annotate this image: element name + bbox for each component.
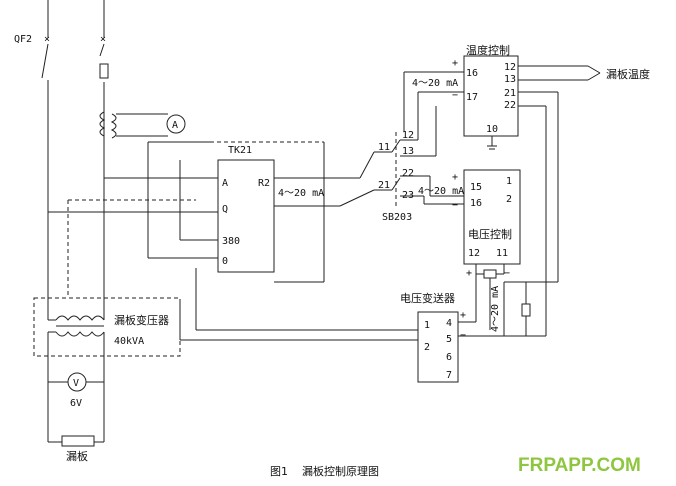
sb203-switch bbox=[374, 132, 418, 206]
tk21-terminal-a: A bbox=[222, 178, 228, 189]
transmitter-terminal-1: 1 bbox=[424, 320, 430, 331]
temp-terminal-22: 22 bbox=[504, 100, 516, 111]
temp-terminal-17: 17 bbox=[466, 92, 478, 103]
transmitter-terminal-4: 4 bbox=[446, 318, 452, 329]
tk21-box bbox=[217, 159, 275, 273]
sb203-terminal-23: 23 bbox=[402, 190, 414, 201]
voltage-transmitter-box bbox=[417, 311, 459, 383]
ammeter-icon bbox=[166, 114, 186, 134]
sb203-terminal-12: 12 bbox=[402, 130, 414, 141]
transformer-coils bbox=[47, 296, 105, 442]
voltage-controller-wiring bbox=[446, 262, 558, 337]
temp-terminal-21: 21 bbox=[504, 88, 516, 99]
shunt-resistor-icon bbox=[521, 303, 531, 317]
transmitter-terminal-2: 2 bbox=[424, 342, 430, 353]
transmitter-terminal-6: 6 bbox=[446, 352, 452, 363]
bushing-label: 漏板 bbox=[66, 449, 88, 463]
temp-terminal-13: 13 bbox=[504, 74, 516, 85]
volt-minus: − bbox=[452, 200, 458, 211]
voltmeter-icon bbox=[67, 372, 87, 392]
transmitter-minus: − bbox=[460, 330, 466, 341]
sb203-terminal-11: 11 bbox=[378, 142, 390, 153]
resistor-icon bbox=[483, 269, 497, 279]
temp-terminal-10: 10 bbox=[486, 124, 498, 135]
voltmeter-symbol: V bbox=[73, 378, 79, 389]
transmitter-terminal-5: 5 bbox=[446, 334, 452, 345]
thermocouple-wiring bbox=[518, 65, 601, 282]
sb203-terminal-21: 21 bbox=[378, 180, 390, 191]
tk21-output-r2: R2 bbox=[258, 178, 270, 189]
voltage-controller-title: 电压控制 bbox=[468, 227, 512, 241]
transformer-rating: 40kVA bbox=[114, 336, 144, 347]
transmitter-signal: 4～20 mA bbox=[490, 286, 501, 332]
transmitter-terminal-7: 7 bbox=[446, 370, 452, 381]
tk21-signal: 4～20 mA bbox=[278, 188, 324, 199]
temp-minus: − bbox=[452, 90, 458, 101]
voltage-controller-box bbox=[463, 169, 521, 265]
ground-icon bbox=[487, 136, 497, 150]
volt-plus: + bbox=[452, 172, 458, 183]
fuse bbox=[99, 63, 109, 79]
volt-terminal-2: 2 bbox=[506, 194, 512, 205]
tk21-terminal-0: 0 bbox=[222, 256, 228, 267]
breaker-label: QF2 bbox=[14, 34, 32, 45]
volt-bottom-minus: − bbox=[504, 268, 510, 279]
volt-terminal-15: 15 bbox=[470, 182, 482, 193]
volt-signal: 4～20 mA bbox=[418, 186, 464, 197]
temperature-controller-box bbox=[463, 55, 519, 137]
power-lines: × × bbox=[41, 0, 106, 296]
volt-bottom-plus: + bbox=[466, 268, 472, 279]
bushing-icon bbox=[61, 435, 95, 447]
volt-terminal-12: 12 bbox=[468, 248, 480, 259]
ammeter-symbol: A bbox=[172, 120, 178, 131]
svg-text:×: × bbox=[44, 34, 50, 45]
sb203-terminal-13: 13 bbox=[402, 146, 414, 157]
sb203-label: SB203 bbox=[382, 212, 412, 223]
temp-plus: + bbox=[452, 58, 458, 69]
transmitter-plus: + bbox=[460, 310, 466, 321]
temp-signal: 4～20 mA bbox=[412, 78, 458, 89]
volt-terminal-1: 1 bbox=[506, 176, 512, 187]
watermark: FRPAPP.COM bbox=[518, 455, 641, 476]
tk21-terminal-q: Q bbox=[222, 204, 228, 215]
figure-caption: 图1 漏板控制原理图 bbox=[270, 464, 379, 478]
tk21-terminal-380: 380 bbox=[222, 236, 240, 247]
tk21-wiring bbox=[48, 141, 418, 331]
transformer-name: 漏板变压器 bbox=[114, 313, 169, 327]
transformer-frame bbox=[33, 297, 181, 357]
voltmeter-reading: 6V bbox=[70, 398, 82, 409]
temp-terminal-12: 12 bbox=[504, 62, 516, 73]
temp-terminal-16: 16 bbox=[466, 68, 478, 79]
drain-temperature-label: 漏板温度 bbox=[606, 67, 650, 81]
tk21-title: TK21 bbox=[228, 145, 252, 156]
current-transformer bbox=[99, 111, 168, 139]
voltage-transmitter-title: 电压变送器 bbox=[400, 291, 455, 305]
switch-wiring bbox=[403, 71, 464, 205]
volt-terminal-11: 11 bbox=[496, 248, 508, 259]
sb203-terminal-22: 22 bbox=[402, 168, 414, 179]
volt-terminal-16: 16 bbox=[470, 198, 482, 209]
temperature-controller-title: 温度控制 bbox=[466, 43, 510, 57]
svg-text:×: × bbox=[100, 34, 106, 45]
